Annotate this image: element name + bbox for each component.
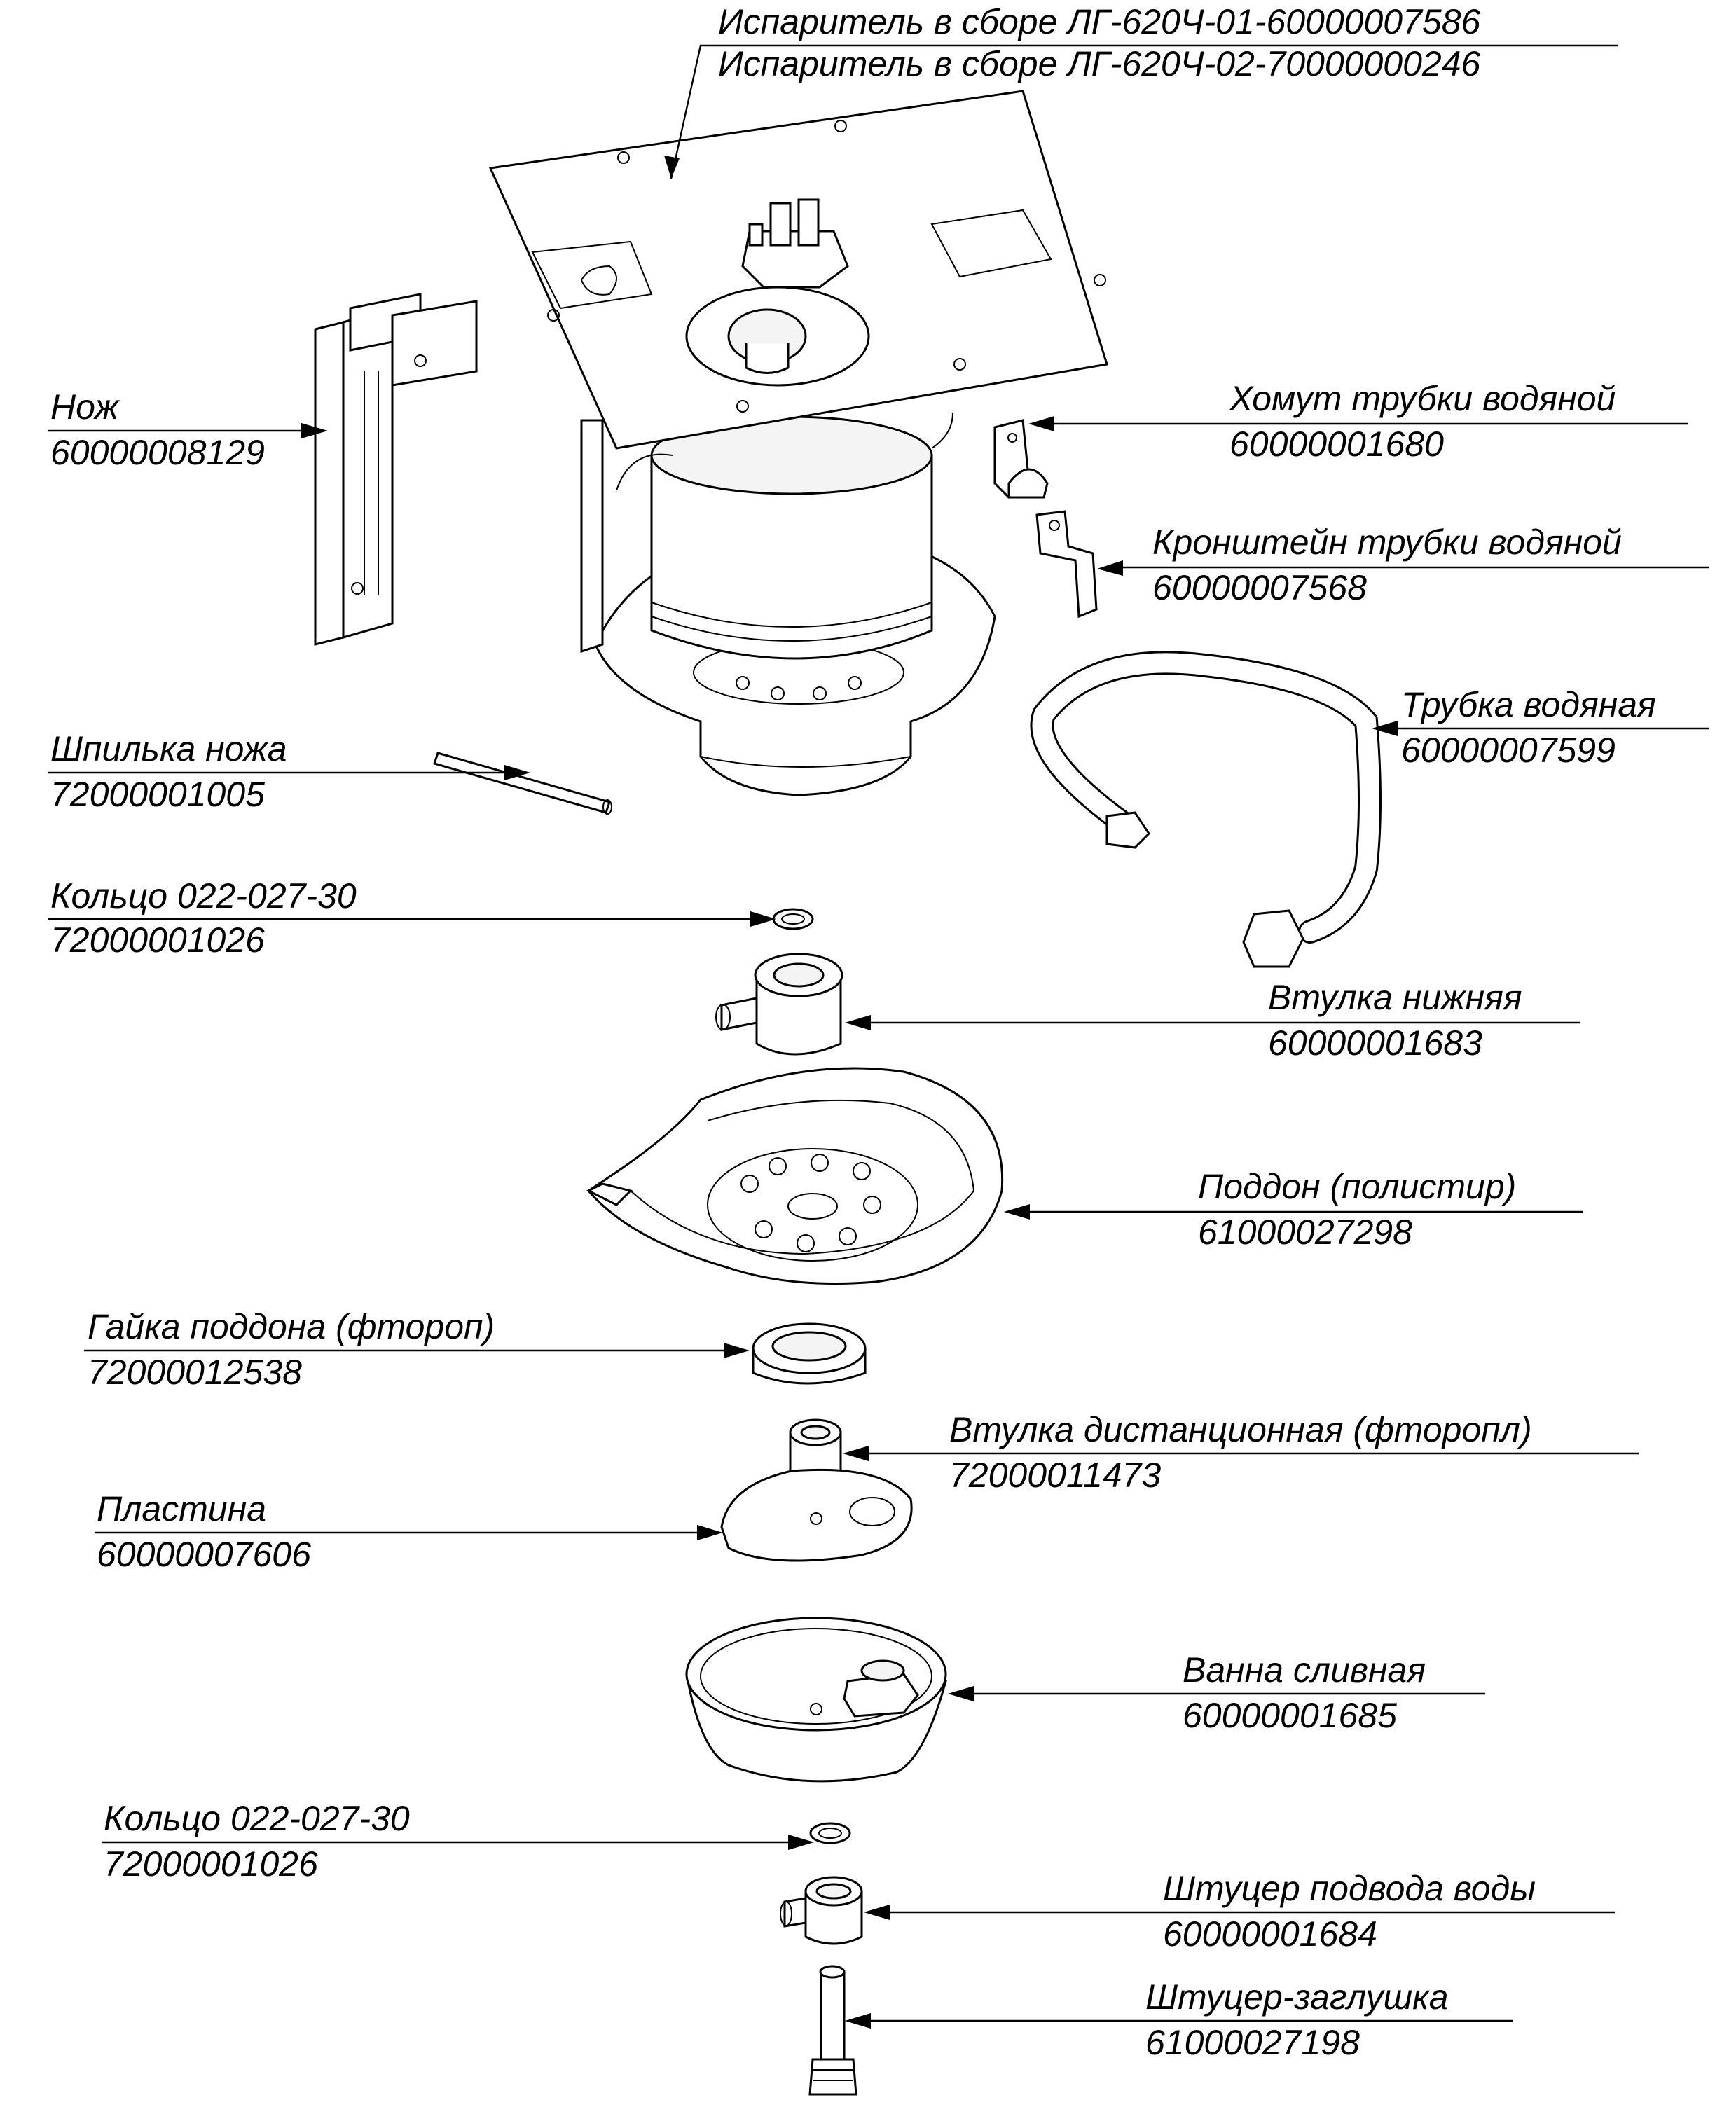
callout-vtulka-dist-name: Втулка дистанционная (фторопл) xyxy=(949,1410,1532,1449)
evaporator-assembly xyxy=(488,90,1108,796)
callout-vtulka-dist-code: 72000011473 xyxy=(949,1456,1162,1495)
callout-vanna-name: Ванна сливная xyxy=(1183,1650,1426,1690)
callout-homut-name: Хомут трубки водяной xyxy=(1229,379,1616,418)
callout-shpilka-code: 72000001005 xyxy=(50,775,265,814)
callout-shtucer-zagl-name: Штуцер-заглушка xyxy=(1145,1977,1449,2017)
callout-vanna-code: 60000001685 xyxy=(1183,1696,1397,1735)
callout-gaika-name: Гайка поддона (фтороп) xyxy=(88,1307,495,1346)
tray-part xyxy=(586,1067,1004,1285)
callout-nozh-name: Нож xyxy=(50,387,119,427)
knife-pin-part xyxy=(433,752,612,815)
ring-1-part xyxy=(772,908,814,930)
knife-part xyxy=(314,293,478,646)
callout-trubka-name: Трубка водяная xyxy=(1401,685,1656,724)
plug-fitting-part xyxy=(808,1965,857,2096)
plate-part xyxy=(720,1468,913,1562)
callout-gaika-code: 72000012538 xyxy=(88,1353,302,1392)
callout-vtulka-nizhn-code: 60000001683 xyxy=(1268,1023,1482,1063)
callout-kolco2-name: Кольцо 022-027-30 xyxy=(104,1799,410,1838)
leader-lines xyxy=(48,44,1709,2029)
lower-bushing-part xyxy=(715,953,843,1056)
callout-nozh-code: 60000008129 xyxy=(50,433,265,472)
drain-bath-part xyxy=(685,1617,947,1783)
callout-vtulka-nizhn-name: Втулка нижняя xyxy=(1268,978,1522,1017)
callout-kolco1-name: Кольцо 022-027-30 xyxy=(50,876,357,916)
callout-shtucer-podv-code: 60000001684 xyxy=(1163,1914,1377,1954)
callout-shtucer-zagl-code: 61000027198 xyxy=(1145,2023,1360,2062)
callout-shtucer-podv-name: Штуцер подвода воды xyxy=(1163,1869,1536,1908)
callout-kolco1-code: 72000001026 xyxy=(50,920,265,960)
callout-plastina-code: 60000007606 xyxy=(97,1535,311,1574)
ring-2-part xyxy=(809,1822,851,1844)
clamp-part xyxy=(993,419,1049,499)
tray-nut-part xyxy=(752,1322,867,1385)
bracket-part xyxy=(1035,510,1098,619)
callout-poddon-code: 61000027298 xyxy=(1198,1213,1412,1252)
callout-shpilka-name: Шпилька ножа xyxy=(50,729,287,768)
assembly-title-line-2: Испаритель в сборе ЛГ-620Ч-02-7000000024… xyxy=(718,44,1481,83)
callout-trubka-code: 60000007599 xyxy=(1401,731,1616,770)
callout-poddon-name: Поддон (полистир) xyxy=(1198,1167,1517,1206)
callout-kronshtein-name: Кронштейн трубки водяной xyxy=(1152,523,1622,562)
callout-homut-code: 60000001680 xyxy=(1229,424,1444,464)
water-inlet-fitting-part xyxy=(780,1876,863,1945)
assembly-title-line-1: Испаритель в сборе ЛГ-620Ч-01-6000000758… xyxy=(718,2,1481,41)
callout-kronshtein-code: 60000007568 xyxy=(1152,568,1367,607)
water-tube-part xyxy=(1030,651,1382,968)
callout-plastina-name: Пластина xyxy=(97,1489,267,1528)
callout-kolco2-code: 72000001026 xyxy=(104,1844,318,1884)
